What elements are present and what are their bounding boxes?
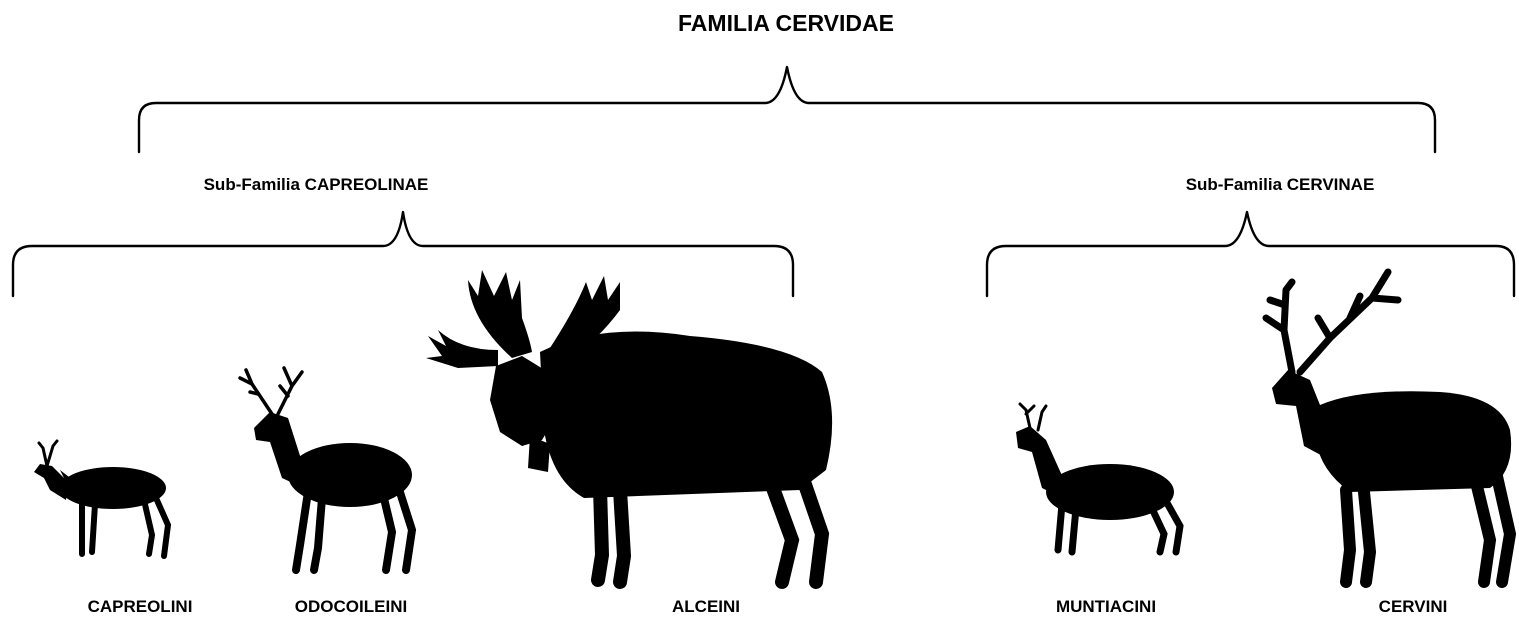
red-deer-silhouette-icon [1266, 272, 1511, 582]
capreolinae-brace [13, 212, 793, 296]
muntjac-silhouette-icon [1016, 404, 1180, 552]
family-brace [139, 67, 1435, 152]
roe-deer-silhouette-icon [34, 441, 168, 556]
moose-silhouette-icon [426, 270, 832, 582]
cervinae-brace [987, 212, 1514, 296]
white-tailed-deer-silhouette-icon [240, 368, 412, 570]
